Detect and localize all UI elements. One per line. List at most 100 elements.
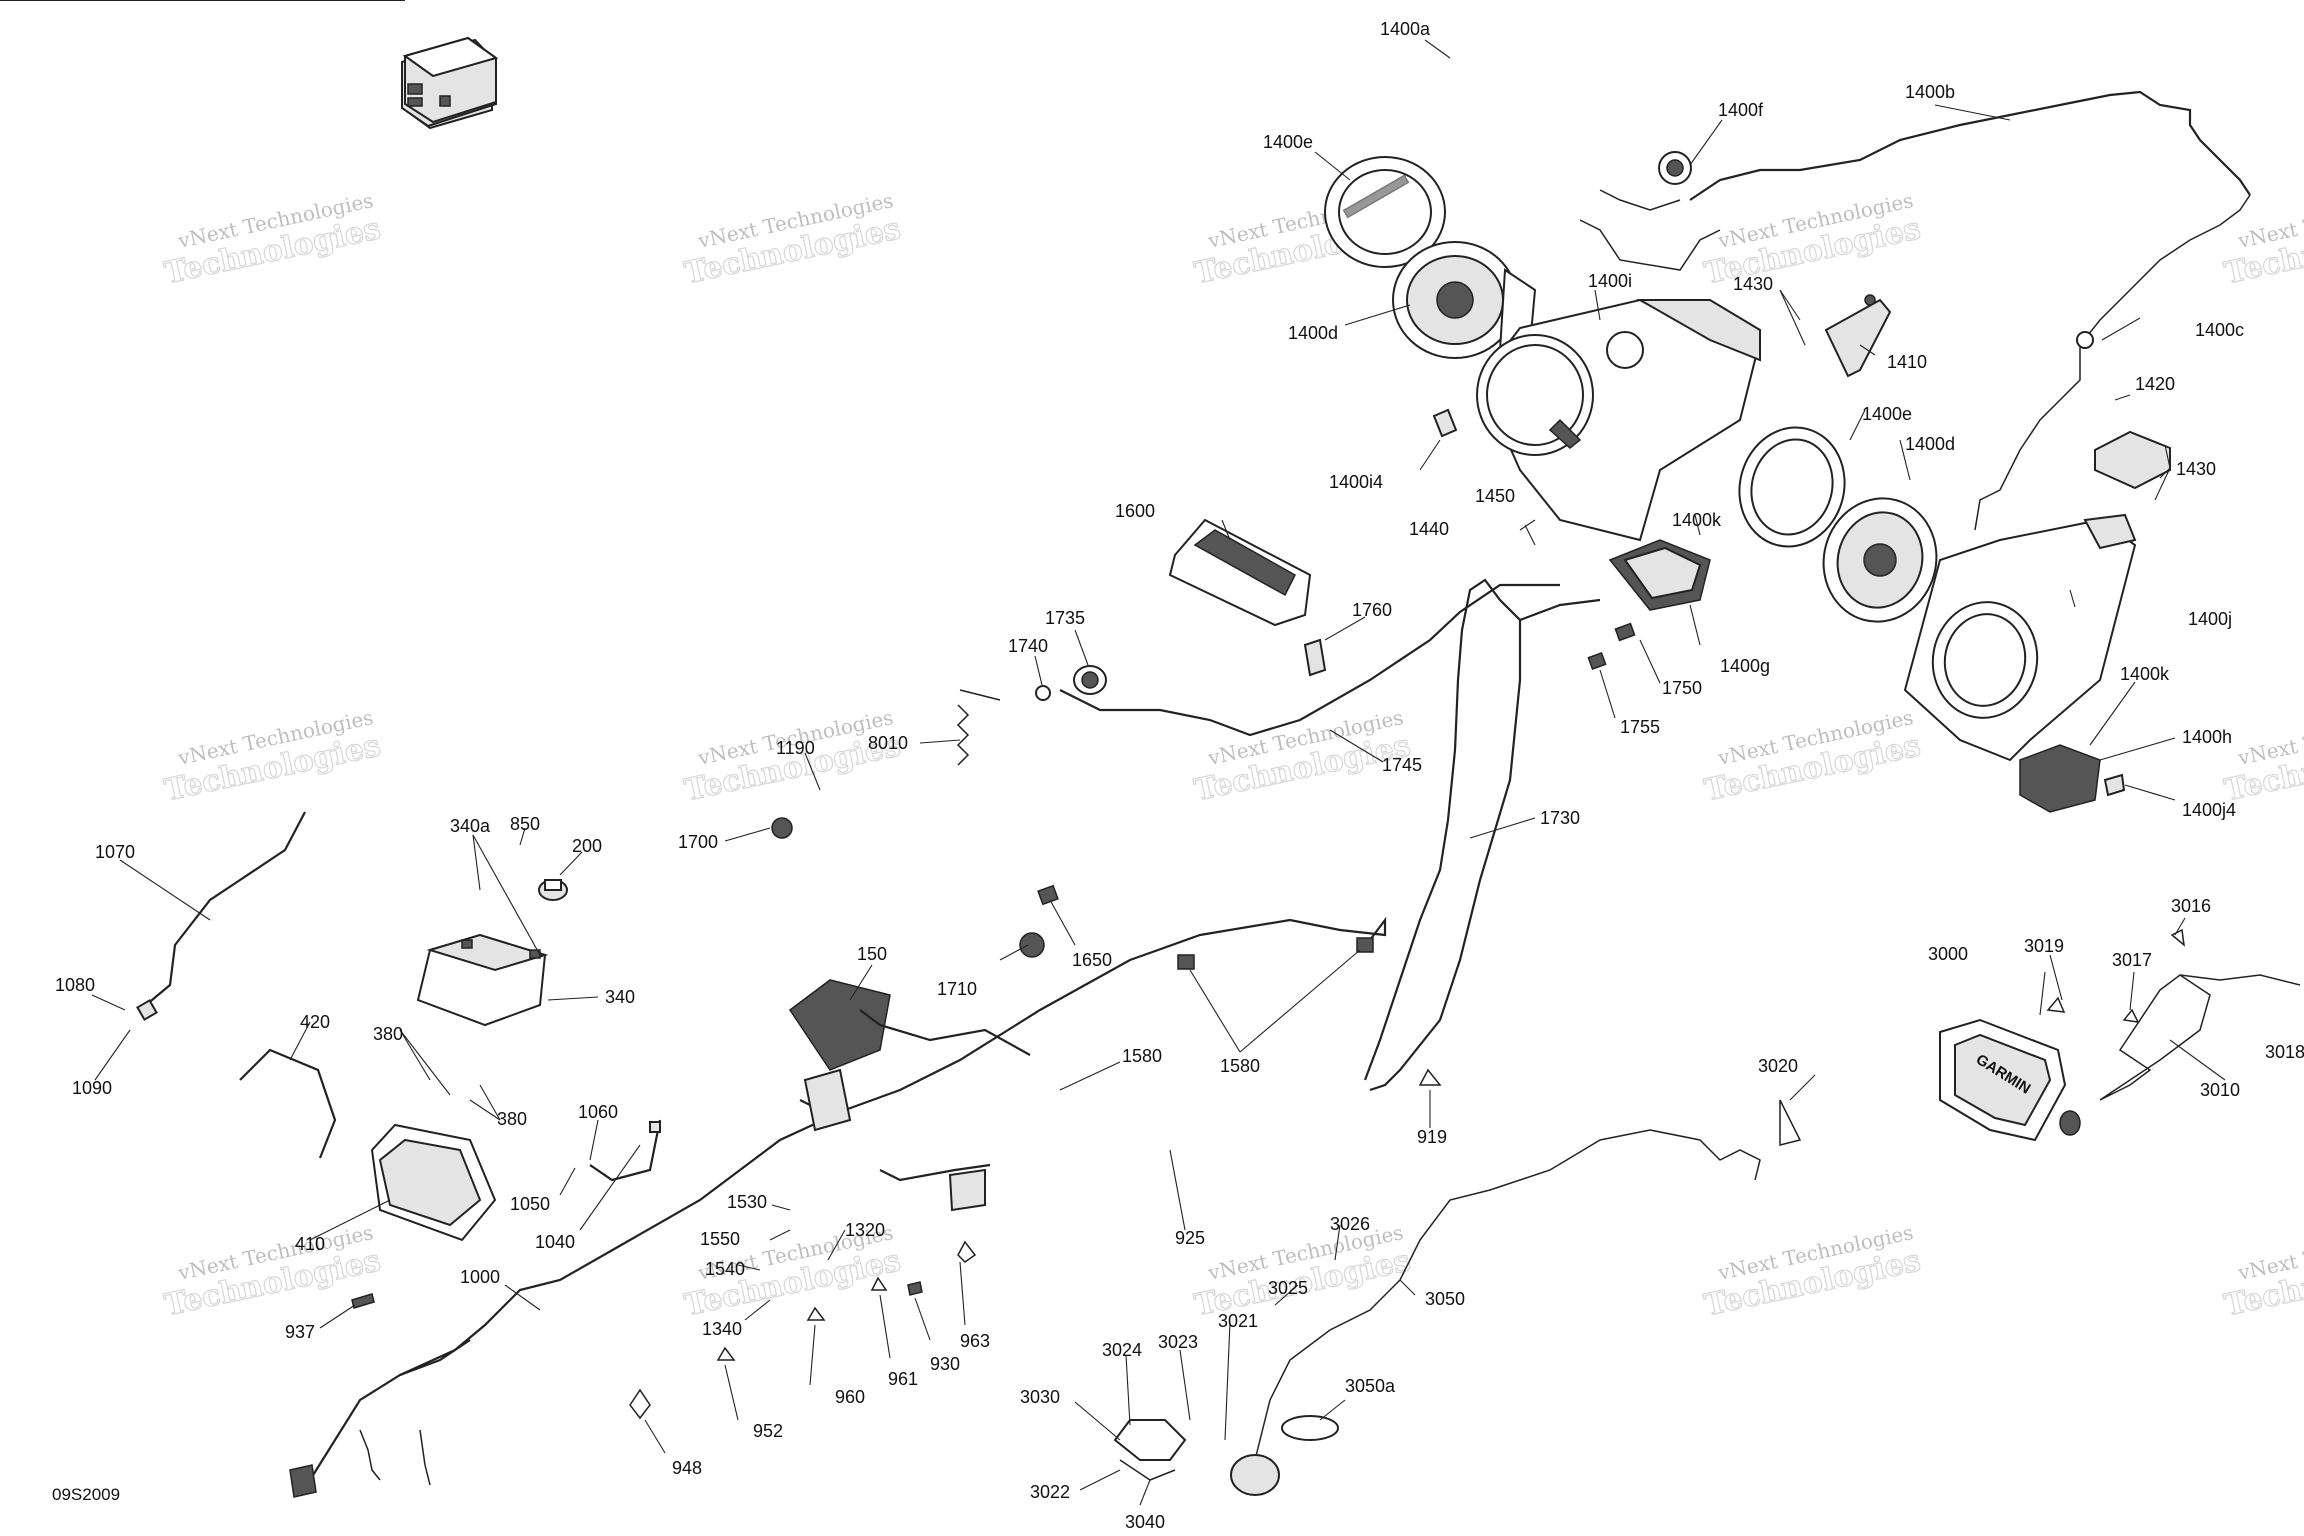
label-3050: 3050 <box>1425 1289 1465 1309</box>
speaker-grille-ring-1400e <box>1324 156 1446 268</box>
watermark: vNext Technologies Technologies <box>161 1220 384 1324</box>
label-340a: 340a <box>450 816 491 836</box>
tweeter-1400f <box>1658 151 1692 185</box>
clip-930 <box>907 1281 923 1296</box>
label-3017: 3017 <box>2112 950 2152 970</box>
label-1750: 1750 <box>1662 678 1702 698</box>
label-1400i4: 1400i4 <box>1329 472 1383 492</box>
label-1400d: 1400d <box>1288 323 1338 343</box>
label-1400i: 1400i <box>1588 271 1632 291</box>
rear-harness-1730 <box>1059 578 1601 1092</box>
label-1580-right: 1580 <box>1122 1046 1162 1066</box>
label-340: 340 <box>605 987 635 1007</box>
label-952: 952 <box>753 1421 783 1441</box>
module-1420 <box>2094 430 2171 490</box>
label-3050a: 3050a <box>1345 1376 1396 1396</box>
label-3023: 3023 <box>1158 1332 1198 1352</box>
cable-1070 <box>136 811 306 1021</box>
label-850: 850 <box>510 814 540 834</box>
label-3022: 3022 <box>1030 1482 1070 1502</box>
leader-lines <box>91 39 2226 1506</box>
ring-3050a <box>1281 1415 1339 1441</box>
label-1600: 1600 <box>1115 501 1155 521</box>
label-1400e-lower: 1400e <box>1862 404 1912 424</box>
label-930: 930 <box>930 1354 960 1374</box>
label-960: 960 <box>835 1387 865 1407</box>
label-1400a: 1400a <box>1380 19 1431 39</box>
tweeter-housing-1400h <box>2019 744 2126 813</box>
label-1400g: 1400g <box>1720 656 1770 676</box>
label-948: 948 <box>672 1458 702 1478</box>
watermark: vNext Technologies Technologies <box>1701 705 1924 809</box>
label-925: 925 <box>1175 1228 1205 1248</box>
speaker-pod-1400i <box>1476 298 1762 542</box>
diagram-ref: 09S2009 <box>52 1485 120 1504</box>
label-1400d-lower: 1400d <box>1905 434 1955 454</box>
label-380-top: 380 <box>373 1024 403 1044</box>
label-963: 963 <box>960 1331 990 1351</box>
connector-1750 <box>1614 622 1636 642</box>
label-3030: 3030 <box>1020 1387 1060 1407</box>
clip-3019 <box>2046 996 2066 1013</box>
garmin-display-3000: GARMIN <box>1939 1018 2081 1142</box>
speaker-pod-1400j <box>1903 513 2137 762</box>
main-harness-1000 <box>289 916 1387 1498</box>
regulator-150 <box>788 979 891 1071</box>
label-1060: 1060 <box>578 1102 618 1122</box>
antenna-cable-3050 <box>1254 1129 1761 1461</box>
label-1400k-lower: 1400k <box>2120 664 2170 684</box>
label-1650: 1650 <box>1072 950 1112 970</box>
display-1600 <box>1168 518 1312 627</box>
connector-1710 <box>1019 932 1045 958</box>
label-937: 937 <box>285 1322 315 1342</box>
tweeter-housing-1400g <box>1608 539 1711 611</box>
label-1400e: 1400e <box>1263 132 1313 152</box>
label-1400k: 1400k <box>1672 510 1722 530</box>
label-1700: 1700 <box>678 832 718 852</box>
watermark: vNext Technologies Technologies <box>1191 1220 1414 1324</box>
visible-parts: GARMIN <box>136 36 2301 1498</box>
watermark: vNext Technologies Technologies <box>161 705 384 809</box>
watermark: vNext Technologies Technologies <box>2221 188 2304 292</box>
label-150: 150 <box>857 944 887 964</box>
label-919: 919 <box>1417 1127 1447 1147</box>
label-380-bottom: 380 <box>497 1109 527 1129</box>
clip-961 <box>870 1276 888 1291</box>
label-1400h: 1400h <box>2182 727 2232 747</box>
label-1400j: 1400j <box>2188 609 2232 629</box>
label-1400f: 1400f <box>1718 100 1764 120</box>
clip-960 <box>806 1306 826 1321</box>
battery-tray-410 <box>370 1123 497 1242</box>
watermark: vNext Technologies Technologies <box>2221 705 2304 809</box>
watermark: vNext Technologies Technologies <box>1701 188 1924 292</box>
watermark: vNext Technologies Technologies <box>2221 1220 2304 1324</box>
clip-952 <box>716 1346 736 1361</box>
label-1400b: 1400b <box>1905 82 1955 102</box>
label-200: 200 <box>572 836 602 856</box>
label-1735: 1735 <box>1045 608 1085 628</box>
ring-1740 <box>1035 685 1051 701</box>
connector-1755 <box>1587 652 1607 670</box>
label-410: 410 <box>295 1234 325 1254</box>
label-3019: 3019 <box>2024 936 2064 956</box>
speaker-grille-ring-1400e-lower <box>1738 426 1846 548</box>
clamp-1580-b <box>1356 937 1374 953</box>
label-1440: 1440 <box>1409 519 1449 539</box>
label-1400c: 1400c <box>2195 320 2244 340</box>
label-1080: 1080 <box>55 975 95 995</box>
label-3025: 3025 <box>1268 1278 1308 1298</box>
label-3024: 3024 <box>1102 1340 1142 1360</box>
label-3000: 3000 <box>1928 944 1968 964</box>
connector-1700 <box>771 817 793 839</box>
label-1320: 1320 <box>845 1220 885 1240</box>
clip-3020 <box>1779 1099 1802 1146</box>
label-3026: 3026 <box>1330 1214 1370 1234</box>
coiled-cable-8010 <box>956 689 1001 766</box>
callout-labels: 1400a 1400b 1400f 1400e 1400i 1430 1400d… <box>52 19 2304 1532</box>
label-1340: 1340 <box>702 1319 742 1339</box>
label-1580-bottom: 1580 <box>1220 1056 1260 1076</box>
label-961: 961 <box>888 1369 918 1389</box>
label-1040: 1040 <box>535 1232 575 1252</box>
label-1420: 1420 <box>2135 374 2175 394</box>
